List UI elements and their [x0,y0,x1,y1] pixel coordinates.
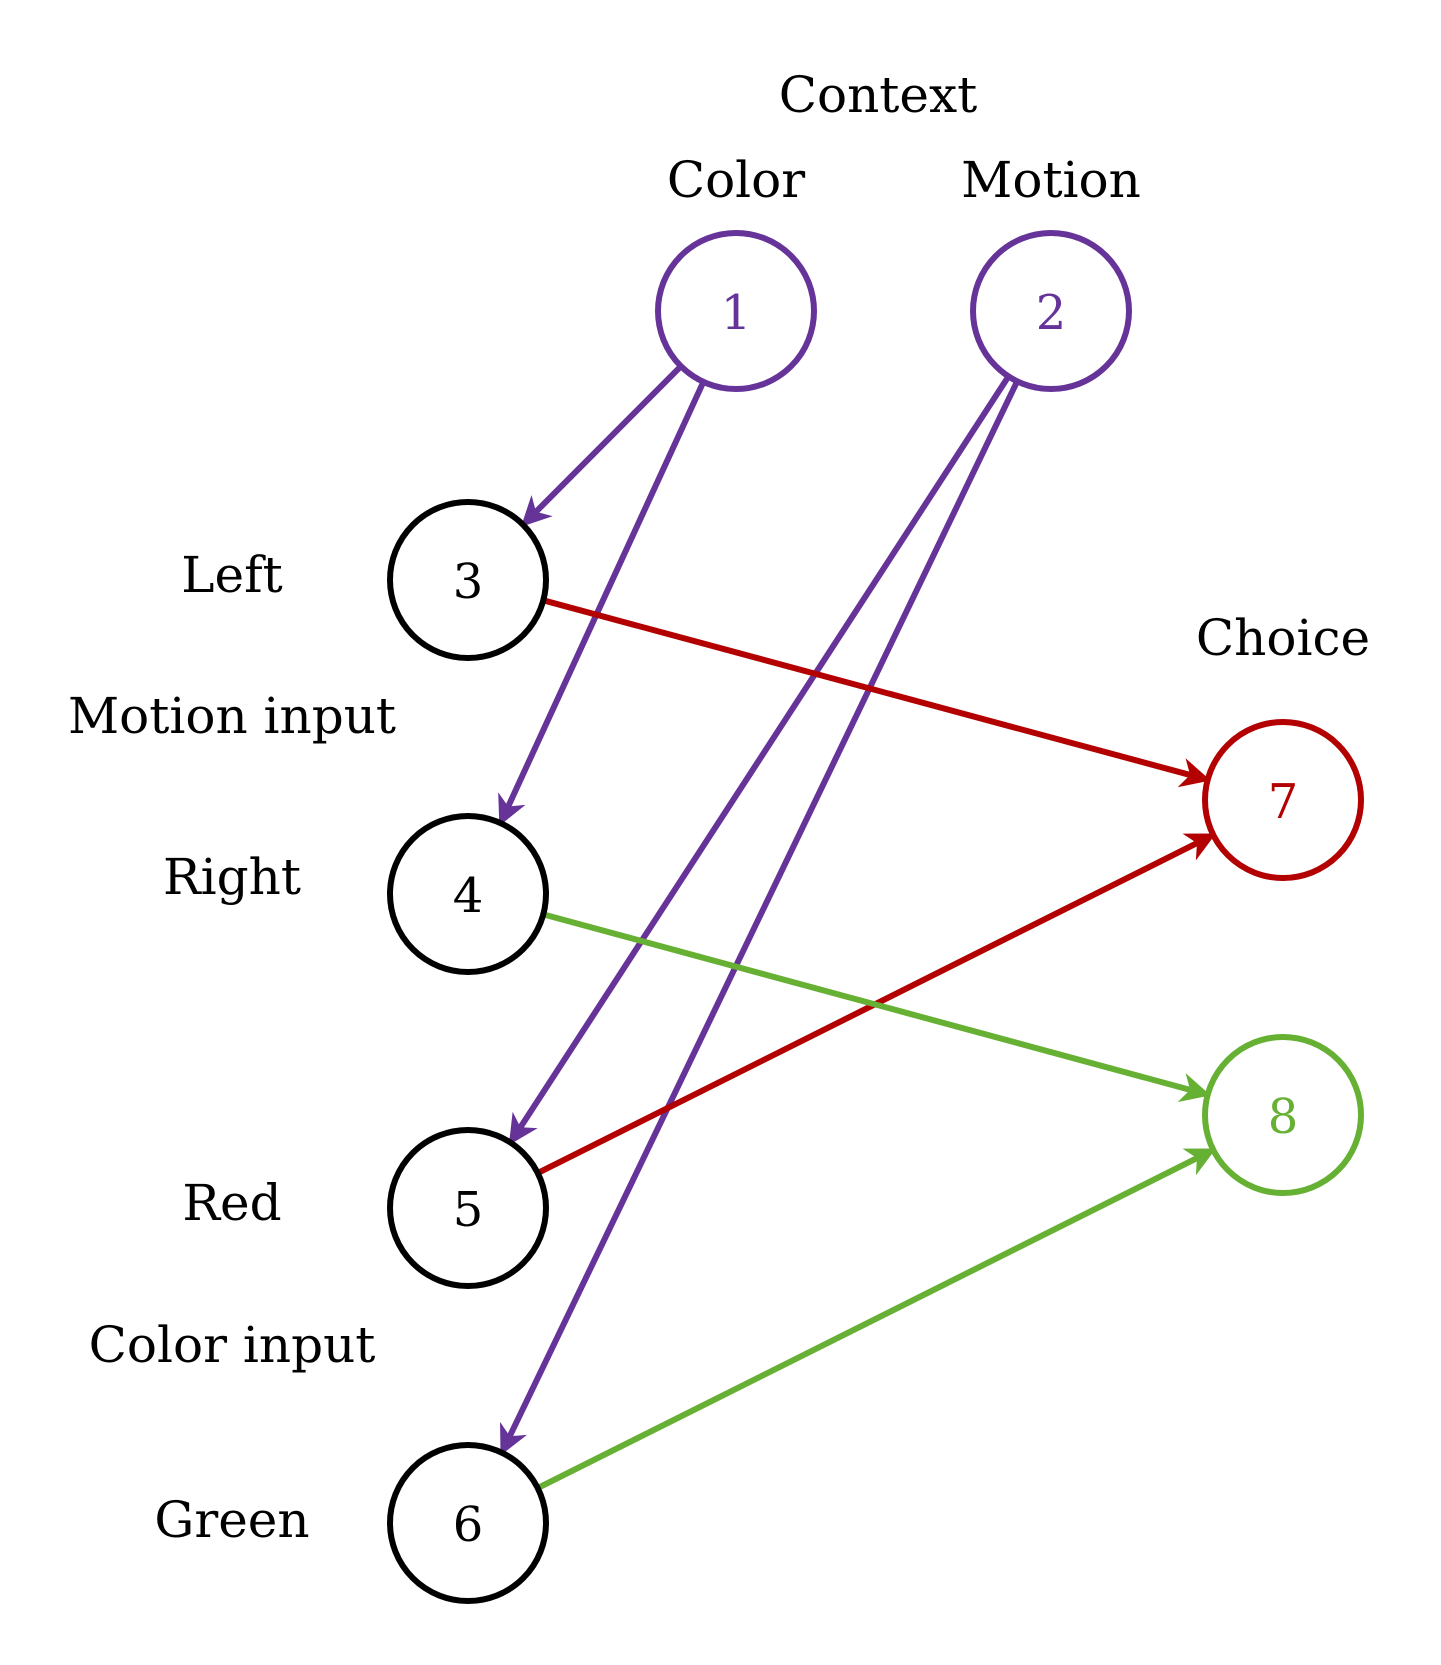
green-label: Green [154,1491,309,1549]
edge-4-to-8 [542,911,1211,1103]
color-input-label: Color input [89,1316,376,1374]
node-8: 8 [1202,1034,1364,1196]
node-7-label: 7 [1268,774,1299,830]
context-header: Context [779,66,978,124]
node-4-circle [387,813,549,975]
node-5-label: 5 [453,1182,484,1238]
node-6-circle [387,1442,549,1604]
left-label: Left [181,546,282,604]
node-5: 5 [387,1127,549,1289]
edge-1-to-4 [498,380,707,826]
edge-3-to-7 [542,597,1211,788]
node-6-label: 6 [453,1497,484,1553]
node-8-label: 8 [1268,1089,1299,1145]
node-1-circle [655,230,817,392]
node-6: 6 [387,1442,549,1604]
nodes-layer: 1 2 3 4 5 6 7 8 [387,230,1364,1604]
right-label: Right [163,848,301,906]
node-3-circle [387,499,549,661]
color-context-label: Color [667,151,805,209]
edge-1-to-3 [520,364,684,527]
edge-2-to-6 [499,379,1020,1456]
node-8-circle [1202,1034,1364,1196]
node-4-label: 4 [453,868,484,924]
node-7: 7 [1202,719,1364,881]
motion-context-label: Motion [961,151,1141,209]
node-4: 4 [387,813,549,975]
choice-header: Choice [1196,609,1370,667]
node-1-label: 1 [721,285,752,341]
edge-2-to-5 [508,374,1012,1146]
node-1: 1 [655,230,817,392]
motion-input-label: Motion input [68,687,396,745]
node-7-circle [1202,719,1364,881]
node-5-circle [387,1127,549,1289]
node-2-circle [970,230,1132,392]
node-2: 2 [970,230,1132,392]
node-3-label: 3 [453,554,484,610]
edges-layer [498,364,1216,1491]
node-2-label: 2 [1036,285,1067,341]
red-label: Red [182,1174,281,1232]
edge-6-to-8 [536,1148,1216,1491]
node-3: 3 [387,499,549,661]
